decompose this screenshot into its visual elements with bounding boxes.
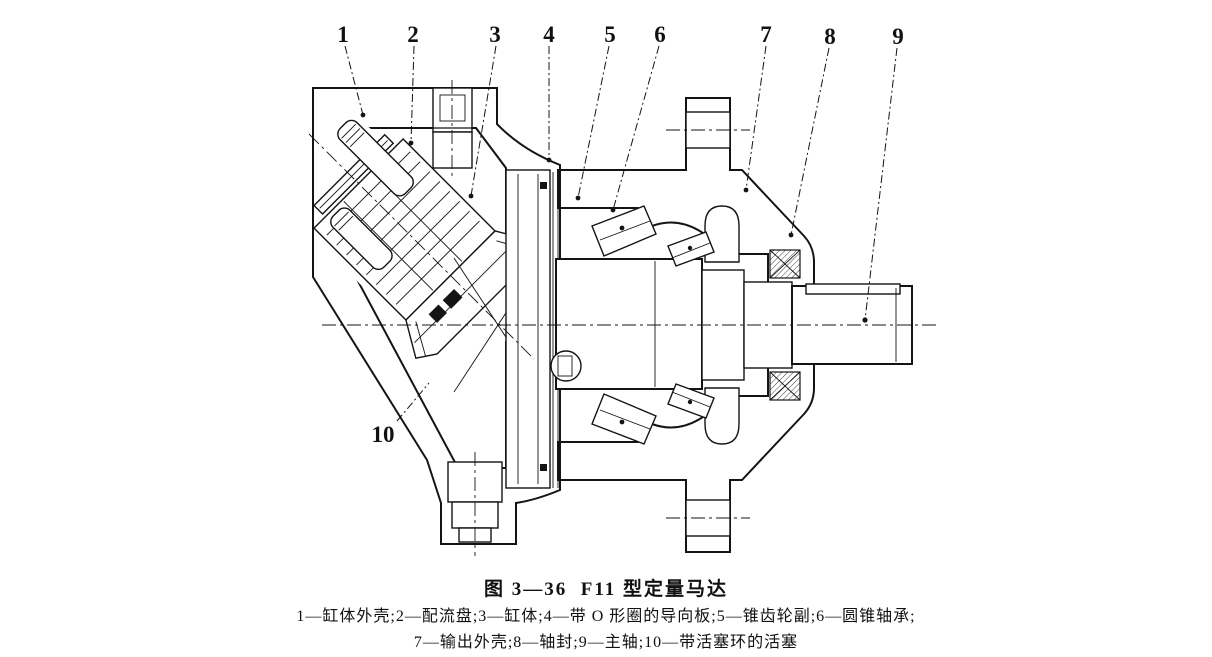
figure-legend-line1: 1—缸体外壳;2—配流盘;3—缸体;4—带 O 形圈的导向板;5—锥齿轮副;6—… — [296, 608, 916, 625]
callout-3: 3 — [489, 22, 501, 47]
shaft-seal-part8 — [769, 249, 801, 401]
figure-title: 图 3—36 F11 型定量马达 — [483, 579, 729, 600]
tapered-bearings-part6 — [591, 205, 715, 445]
housing-arch-bottom — [704, 387, 740, 445]
leader-line-6 — [612, 45, 660, 211]
shaft-key — [805, 283, 901, 295]
piston-part10 — [330, 119, 414, 271]
bottom-port — [447, 452, 503, 556]
leader-line-1 — [344, 45, 364, 116]
housing-arch-top — [704, 205, 740, 263]
callout-numbers: 1 2 3 4 5 6 7 8 9 10 — [337, 22, 904, 447]
figure-legend-line2: 7—输出外壳;8—轴封;9—主轴;10—带活塞环的活塞 — [413, 634, 799, 651]
pinion-hub-boss — [550, 350, 582, 382]
leader-line-3 — [470, 45, 497, 197]
callout-1: 1 — [337, 22, 349, 47]
leader-line-2 — [410, 45, 415, 144]
callout-8: 8 — [824, 24, 836, 49]
o-ring-bottom — [540, 464, 547, 471]
top-port — [432, 80, 473, 176]
leader-line-5 — [577, 45, 610, 199]
callout-6: 6 — [654, 22, 666, 47]
centerlines — [308, 133, 938, 360]
callout-7: 7 — [760, 22, 772, 47]
callout-5: 5 — [604, 22, 616, 47]
tilted-axis-centerline — [308, 133, 535, 360]
callout-2: 2 — [407, 22, 419, 47]
o-ring-top — [540, 182, 547, 189]
guide-plate-part4 — [505, 169, 559, 489]
callout-10: 10 — [372, 422, 395, 447]
callout-9: 9 — [892, 24, 904, 49]
callout-4: 4 — [543, 22, 555, 47]
leader-line-9 — [864, 47, 898, 321]
leader-lines — [344, 45, 898, 422]
